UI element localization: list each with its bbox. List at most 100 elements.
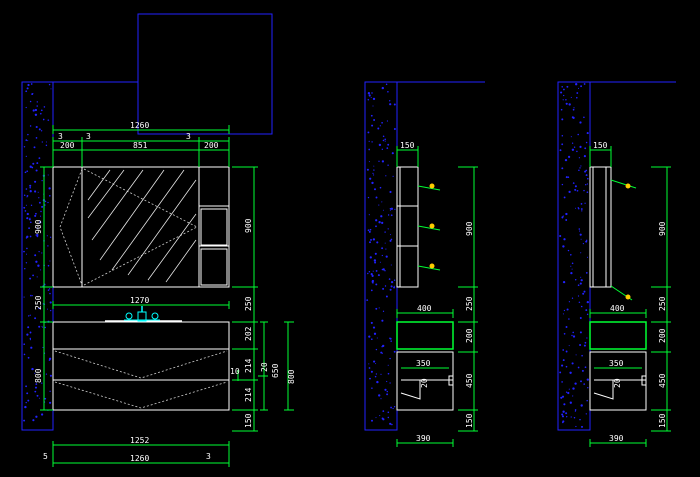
wall-hatch-dot	[385, 175, 387, 177]
wall-hatch-dot	[30, 294, 32, 297]
wall-hatch-dot	[34, 386, 38, 389]
wall-hatch-dot	[44, 204, 46, 206]
wall-hatch-dot	[385, 248, 387, 250]
wall-hatch-dot	[574, 382, 577, 385]
wall-hatch-dot	[586, 132, 589, 135]
wall-hatch-dot	[570, 96, 572, 98]
wall-hatch-dot	[388, 278, 391, 280]
wall-hatch-dot	[376, 337, 378, 339]
dim-right-d1: 202	[244, 326, 253, 341]
wall-hatch-dot	[30, 346, 33, 349]
wall-hatch-dot	[563, 309, 566, 312]
wall-hatch-dot	[45, 144, 48, 147]
upper-box	[137, 13, 273, 135]
side-b-handle	[641, 375, 647, 386]
wall-hatch-dot	[565, 391, 568, 393]
wall-hatch-dot	[586, 313, 589, 316]
counter-width-dimension: 1270	[52, 296, 230, 309]
wall-hatch-dot	[37, 191, 39, 193]
wall-hatch-dot	[375, 348, 378, 351]
wall-hatch-dot	[371, 387, 373, 389]
wall-hatch-dot	[34, 190, 37, 193]
wall-hatch-dot	[572, 182, 575, 184]
wall-hatch-dot	[29, 331, 32, 334]
wall-hatch-dot	[574, 410, 576, 412]
mirror-cabinet-outline	[52, 166, 230, 288]
wall-hatch-dot	[568, 388, 570, 390]
wall-hatch-dot	[562, 349, 565, 351]
wall-hatch-dot	[578, 230, 581, 232]
side-b-marker-2-icon	[625, 294, 631, 300]
wall-hatch-dot	[562, 359, 565, 362]
wall-hatch-dot	[567, 249, 570, 252]
wall-hatch-dot	[385, 295, 388, 298]
side-a-shelf-outline	[396, 166, 419, 288]
wall-hatch-dot	[585, 240, 588, 243]
dim-top-overall: 1260	[130, 121, 149, 130]
wall-hatch-dot	[570, 136, 572, 138]
wall-hatch-dot	[380, 373, 382, 375]
wall-hatch-dot	[585, 413, 587, 415]
wall-hatch-dot	[29, 339, 31, 341]
wall-hatch-dot	[38, 250, 40, 253]
wall-hatch-dot	[371, 92, 373, 94]
wall-hatch-dot	[580, 305, 583, 308]
wall-hatch-dot	[389, 209, 391, 211]
wall-hatch-dot	[386, 393, 389, 396]
wall-hatch-dot	[571, 268, 573, 270]
wall-hatch-dot	[38, 197, 40, 199]
wall-hatch-dot	[370, 96, 372, 99]
side-b-drawer-inner	[593, 380, 614, 400]
front-right-dimensions: 900 250 202 214 214 150 650 800 20 10	[230, 166, 296, 432]
wall-hatch-dot	[387, 164, 389, 166]
side-a-right-dim-4: 450	[465, 373, 474, 388]
wall-hatch-dot	[29, 186, 31, 189]
wall-hatch-dot	[382, 287, 385, 290]
wall-hatch-dot	[581, 354, 583, 357]
wall-hatch-dot	[379, 186, 382, 189]
wall-hatch-dot	[565, 326, 568, 328]
wall-hatch-dot	[579, 317, 582, 319]
wall-hatch-dot	[29, 221, 32, 224]
wall-hatch-dot	[47, 174, 49, 176]
wall-hatch-dot	[571, 116, 574, 119]
wall-hatch-dot	[38, 307, 40, 310]
wall-hatch-dot	[387, 143, 390, 146]
wall-hatch-dot	[585, 184, 587, 186]
wall-hatch-dot	[27, 315, 30, 317]
left-door-swing	[59, 168, 83, 286]
wall-hatch-dot	[574, 185, 577, 188]
wall-hatch-dot	[378, 221, 381, 224]
wall-hatch-dot	[565, 98, 567, 101]
side-a-counter-depth: 400	[417, 304, 432, 313]
wall-hatch-dot	[381, 148, 383, 150]
wall-hatch-dot	[27, 326, 30, 329]
wall-hatch-dot	[370, 370, 373, 373]
wall-hatch-dot	[32, 92, 34, 95]
wall-hatch-dot	[570, 271, 573, 275]
wall-hatch-dot	[584, 170, 587, 173]
wall-hatch-dot	[23, 296, 25, 298]
wall-hatch-dot	[585, 174, 588, 177]
wall-hatch-dot	[367, 272, 369, 275]
wall-hatch-dot	[34, 317, 37, 320]
wall-hatch-dot	[389, 207, 392, 210]
wall-hatch-dot	[379, 125, 381, 127]
wall-hatch-dot	[375, 373, 378, 375]
wall-hatch-dot	[579, 331, 582, 334]
wall-hatch-dot	[379, 415, 381, 417]
wall-hatch-dot	[23, 194, 26, 197]
wall-hatch-dot	[585, 169, 588, 172]
wall-hatch-dot	[367, 92, 371, 95]
wall-hatch-dot	[386, 390, 388, 393]
wall-hatch-dot	[373, 259, 377, 262]
wall-hatch-dot	[373, 174, 375, 176]
wall-hatch-dot	[389, 239, 392, 242]
wall-hatch-dot	[34, 214, 37, 217]
wall-hatch-dot	[38, 397, 40, 399]
wall-hatch-dot	[35, 383, 38, 386]
side-b-right-dim-5: 150	[658, 413, 667, 428]
wall-hatch-dot	[382, 410, 385, 412]
wall-hatch-dot	[29, 277, 32, 280]
wall-hatch-dot	[565, 365, 568, 368]
